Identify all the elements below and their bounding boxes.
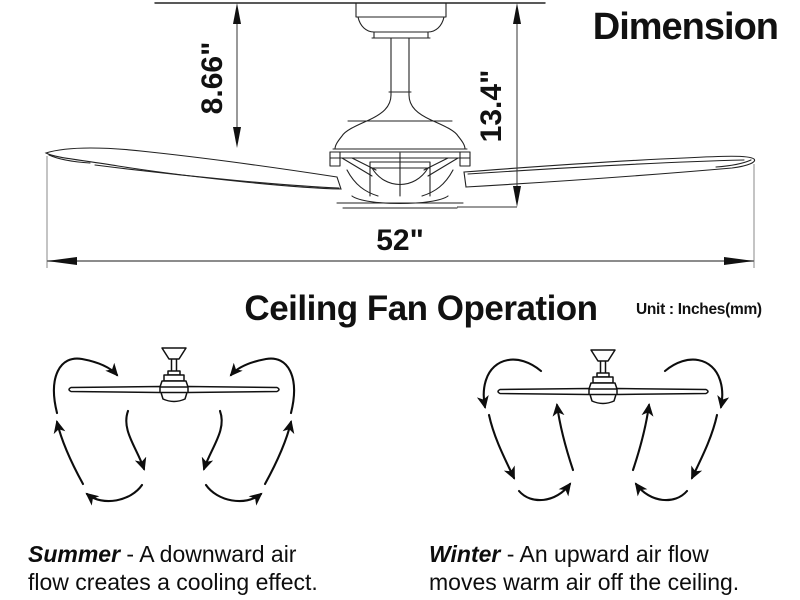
dimension-diagram: 8.66" 13.4" 52" (44, 2, 756, 268)
summer-line2: flow creates a cooling effect. (28, 569, 318, 596)
airflow-arrow (125, 409, 147, 471)
dimension-title: Dimension (592, 6, 779, 48)
airflow-arrow (634, 482, 689, 502)
unit-label: Unit : Inches(mm) (636, 301, 762, 318)
right-blade (463, 155, 756, 188)
arrowhead-right-icon (724, 257, 754, 265)
downrod (388, 37, 412, 96)
winter-line2: moves warm air off the ceiling. (429, 569, 740, 596)
winter-caption: Winter - An upward air flow moves warm a… (429, 540, 799, 596)
winter-fan-icon (497, 349, 709, 405)
airflow-arrow (263, 420, 295, 486)
airflow-arrow (204, 483, 263, 506)
summer-term: Summer (28, 541, 121, 567)
fan-technical-drawing (44, 2, 756, 209)
total-height-label: 13.4" (475, 70, 508, 143)
summer-diagram (52, 347, 296, 506)
airflow-arrow (229, 357, 296, 415)
airflow-arrow (476, 358, 543, 409)
arrowhead-down-icon (513, 186, 521, 207)
summer-line1: - A downward air (120, 541, 297, 567)
airflow-arrow (201, 409, 223, 471)
airflow-arrow (52, 357, 119, 415)
winter-term: Winter (429, 541, 501, 567)
airflow-arrow (487, 413, 516, 480)
dimension-52: 52" (46, 156, 755, 268)
dimension-13-4: 13.4" (457, 3, 521, 208)
summer-caption: Summer - A downward air flow creates a c… (28, 540, 388, 596)
canopy (355, 2, 447, 39)
operation-title: Ceiling Fan Operation (244, 289, 598, 328)
airflow-arrow (631, 403, 654, 472)
winter-diagram (476, 349, 730, 502)
airflow-arrow (663, 358, 730, 409)
airflow-arrow (85, 483, 144, 506)
winter-airflow-arrows (476, 358, 730, 502)
arrowhead-up-icon (233, 3, 241, 24)
blade-span-label: 52" (376, 224, 424, 257)
summer-airflow-arrows (52, 357, 296, 506)
operation-diagrams (52, 347, 730, 506)
summer-fan-icon (68, 347, 280, 403)
airflow-arrow (53, 420, 85, 486)
winter-line1: - An upward air flow (500, 541, 709, 567)
upper-height-label: 8.66" (196, 42, 229, 115)
dimension-8-66: 8.66" (196, 3, 241, 148)
left-blade (44, 147, 342, 190)
arrowhead-down-icon (233, 127, 241, 148)
motor-housing (329, 94, 471, 209)
airflow-arrow (552, 403, 575, 472)
airflow-arrow (517, 482, 572, 502)
airflow-arrow (690, 413, 719, 480)
arrowhead-left-icon (47, 257, 77, 265)
arrowhead-up-icon (513, 3, 521, 24)
